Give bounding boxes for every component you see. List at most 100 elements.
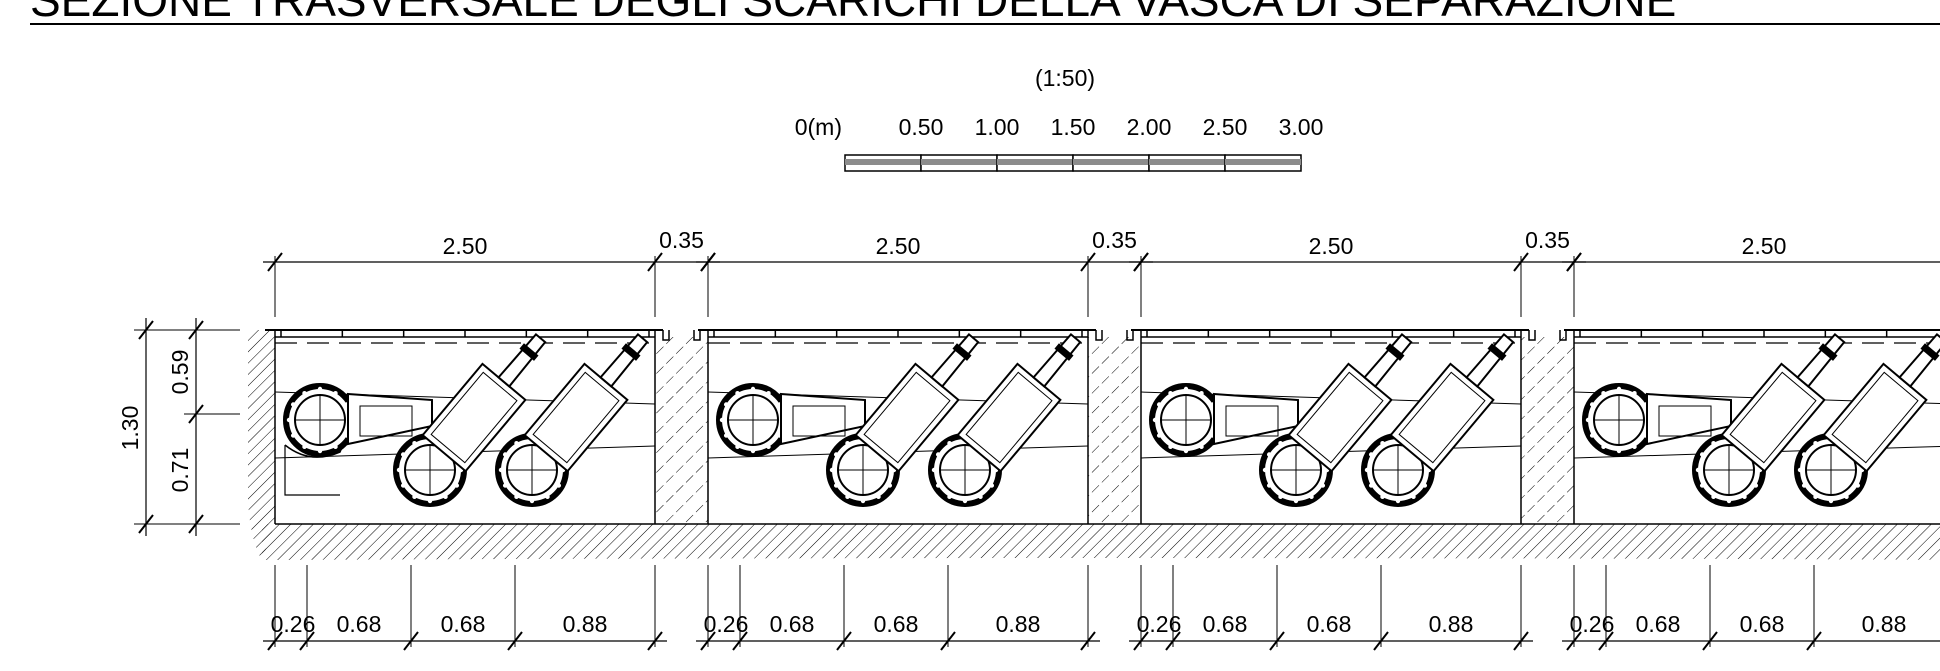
valve-bolt <box>1368 483 1374 488</box>
top-dim-wall: 0.35 <box>659 227 704 253</box>
actuator-panel <box>1398 371 1486 464</box>
valve-bolt <box>1828 498 1834 504</box>
valve-bolt <box>1616 448 1622 454</box>
valve-bolt <box>1395 498 1401 504</box>
dim-tick <box>1513 252 1529 272</box>
valve-bolt <box>1801 483 1807 488</box>
partition-wall-hatch <box>1088 337 1141 524</box>
cover-seat <box>693 330 701 341</box>
cover-seat <box>1559 330 1567 341</box>
top-dim-chamber: 2.50 <box>443 233 488 259</box>
dim-tick <box>1702 631 1718 651</box>
valve-bolt <box>1422 483 1428 488</box>
valve-bolt <box>1152 417 1158 423</box>
valve-bolt <box>719 417 725 423</box>
actuator-panel <box>965 371 1053 464</box>
valve-bolt <box>1616 386 1622 392</box>
actuator-plate <box>1658 405 1712 437</box>
valve-bolt <box>1262 467 1268 473</box>
dim-tick <box>507 631 523 651</box>
actuator-plate <box>359 405 413 437</box>
actuator-panel <box>430 371 518 464</box>
valve-bolt <box>935 483 941 488</box>
dim-tick <box>700 252 716 272</box>
valve-bolt <box>1711 440 1716 446</box>
valve-bolt <box>1632 390 1637 396</box>
valve-bolt <box>1293 498 1299 504</box>
dim-tick <box>188 514 204 534</box>
top-dim-chamber: 2.50 <box>876 233 921 259</box>
scale-label: 1.50 <box>1051 114 1096 140</box>
valve-bolt <box>1699 483 1705 488</box>
dim-tick <box>1566 252 1582 272</box>
actuator-panel <box>1729 371 1817 464</box>
dim-tick <box>1133 631 1149 651</box>
side-dim-upper: 0.59 <box>167 350 193 395</box>
partition-wall-hatch <box>1521 337 1574 524</box>
valve-bolt <box>1309 494 1314 500</box>
bottom-dim-label: 0.26 <box>1137 611 1182 637</box>
valve-bolt <box>290 433 296 438</box>
valve-bolt <box>529 498 535 504</box>
valve-bolt <box>860 498 866 504</box>
dim-tick <box>299 631 315 651</box>
valve-bolt <box>723 433 729 438</box>
valve-bolt <box>400 452 406 457</box>
valve-bolt <box>750 386 756 392</box>
dim-tick <box>1566 631 1582 651</box>
valve-bolt <box>514 494 519 500</box>
dim-tick <box>188 404 204 424</box>
dim-tick <box>647 252 663 272</box>
valve-bolt <box>1844 494 1849 500</box>
valve-bolt <box>556 483 562 488</box>
valve-bolt <box>1266 483 1272 488</box>
dim-tick <box>138 514 154 534</box>
valve-bolt <box>545 494 550 500</box>
scale-label: 2.50 <box>1203 114 1248 140</box>
actuator-panel <box>863 371 951 464</box>
ground-hatch <box>262 524 1940 560</box>
valve-bolt <box>1632 444 1637 450</box>
valve-bolt <box>502 452 508 457</box>
valve-bolt <box>333 444 338 450</box>
scale-segment-fill <box>1073 159 1149 165</box>
valve-bolt <box>1368 452 1374 457</box>
valve-bolt <box>962 498 968 504</box>
valve-bolt <box>302 390 307 396</box>
bottom-dim-label: 0.68 <box>1203 611 1248 637</box>
scale-label: 3.00 <box>1279 114 1324 140</box>
actuator-collar <box>1385 343 1405 361</box>
cover-seat <box>1528 330 1536 341</box>
valve-bolt <box>1266 452 1272 457</box>
dim-tick <box>1080 252 1096 272</box>
actuator-stem <box>599 332 649 388</box>
valve-bolt <box>443 494 448 500</box>
valve-bolt <box>947 440 952 446</box>
valve-bolt <box>1589 402 1595 407</box>
scale-segment-fill <box>997 159 1073 165</box>
actuator-panel <box>1831 371 1919 464</box>
bottom-dim-label: 0.88 <box>1862 611 1907 637</box>
bottom-dim-label: 0.26 <box>1570 611 1615 637</box>
valve-bolt <box>766 444 771 450</box>
valve-bolt <box>514 440 519 446</box>
cover-seat <box>1126 330 1134 341</box>
actuator-body <box>1287 362 1393 473</box>
valve-bolt <box>935 452 941 457</box>
valve-bolt <box>1411 494 1416 500</box>
valve-bolt <box>845 440 850 446</box>
valve-bolt <box>1711 494 1716 500</box>
cover-seat <box>662 330 670 341</box>
scale-ratio: (1:50) <box>1035 65 1095 91</box>
valve-bolt <box>1855 483 1861 488</box>
bottom-dim-label: 0.68 <box>770 611 815 637</box>
valve-bolt <box>947 494 952 500</box>
actuator-body <box>523 362 629 473</box>
